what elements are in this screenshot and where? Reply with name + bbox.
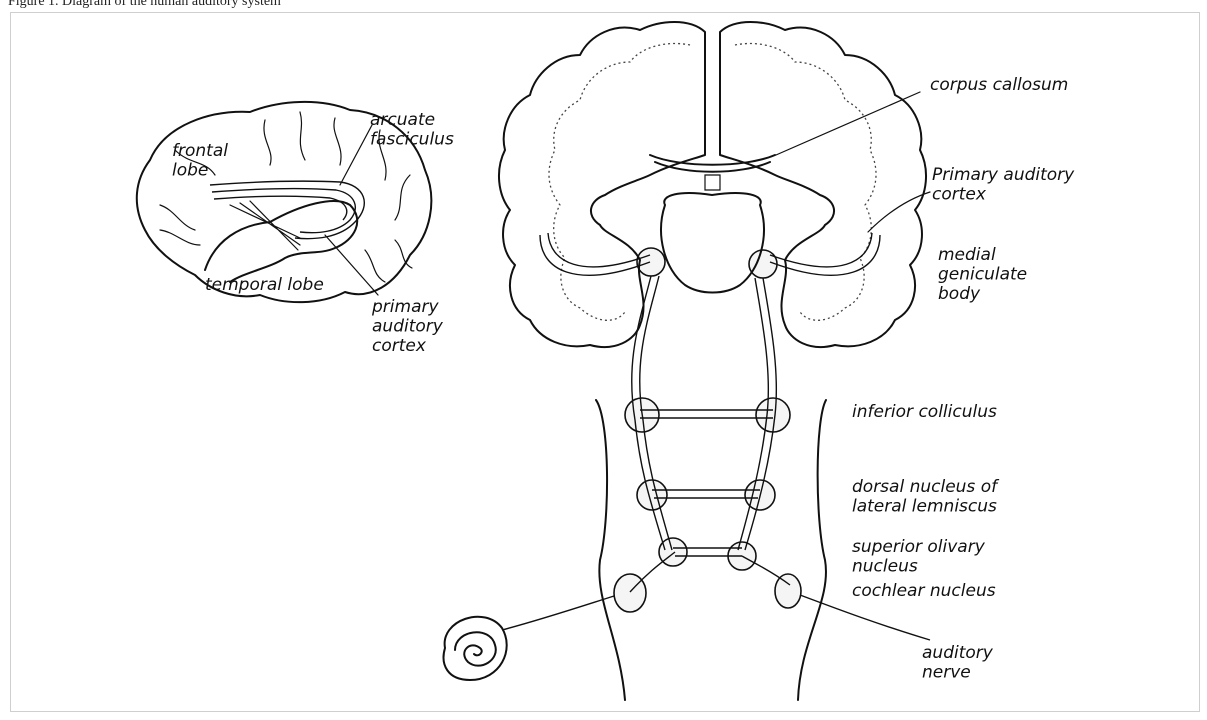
label-inferior-colliculus: inferior colliculus <box>852 402 997 422</box>
label-temporal-lobe: temporal lobe <box>205 275 324 295</box>
label-cochlear-nucleus: cochlear nucleus <box>852 581 996 601</box>
label-corpus-callosum: corpus callosum <box>930 75 1068 95</box>
